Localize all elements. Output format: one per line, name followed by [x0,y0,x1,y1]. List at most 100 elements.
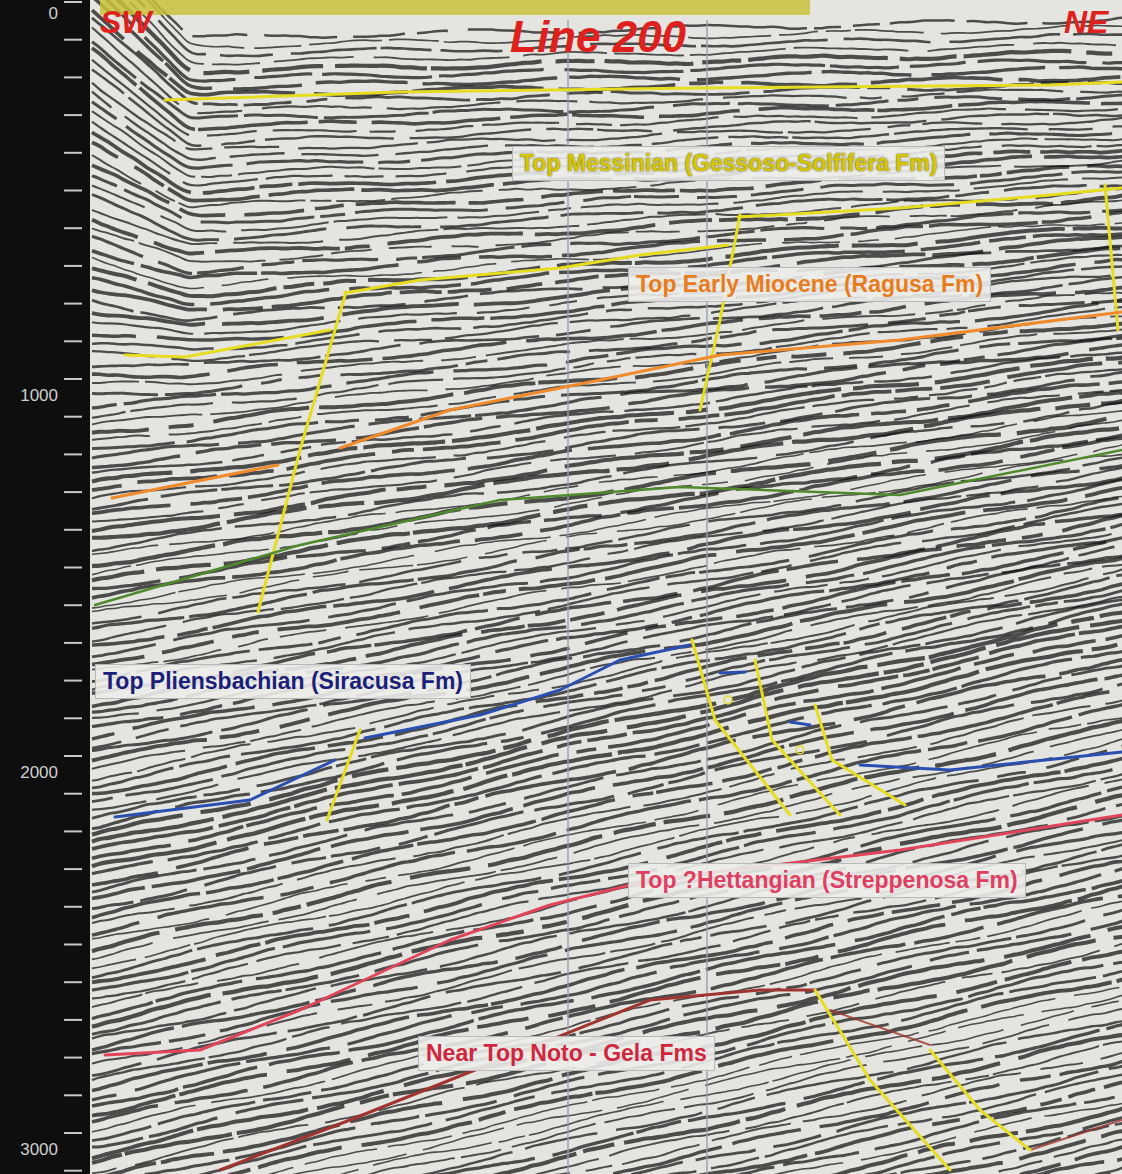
reflector-trace [92,480,1122,657]
axis-tick [64,567,82,569]
axis-tick [64,39,82,41]
reflector-trace [92,844,1122,1076]
axis-tick [64,981,82,983]
axis-tick [64,906,82,908]
axis-tick [64,227,82,229]
horizon-name: Top Pliensbachian (Siracusa Fm) [103,668,463,695]
horizon-name: Top ?Hettangian (Streppenosa Fm) [636,867,1018,894]
noto-gela-horizon [220,990,815,1170]
horizon-label-box: Near Top Noto - Gela Fms [418,1036,715,1071]
axis-tick [64,303,82,305]
reflector-trace [92,758,1122,982]
reflector-trace [92,1108,1122,1174]
horizon-label-box: Top Messinian (Gessoso-Solfifera Fm) [512,146,945,181]
horizon-label-box: Top ?Hettangian (Streppenosa Fm) [628,863,1026,898]
axis-tick [64,340,82,342]
reflector-trace [92,435,1122,589]
reflector-trace [92,0,1122,73]
fault-line [692,640,790,815]
reflector-trace [92,718,1122,939]
fault-line [258,292,346,612]
intermediate-horizon [95,450,1122,605]
reflector-trace [92,1117,1122,1174]
reflector-trace [92,1061,1122,1174]
early-miocene-horizon [340,312,1122,448]
reflector-trace [92,60,1122,136]
reflector-trace [92,936,1122,1162]
time-tick-label: 0 [49,4,58,24]
reflector-trace [92,816,1122,1039]
pliensbachian-horizon [790,722,810,725]
fault-line [815,705,905,805]
messinian-horizon [125,330,330,357]
pliensbachian-horizon [860,752,1122,770]
reflector-trace [92,886,1122,1116]
reflector-trace [92,590,1122,801]
fault-line [1105,185,1118,330]
noto-gela-horizon [1030,1120,1122,1150]
pliensbachian-horizon [115,760,335,817]
axis-tick [64,642,82,644]
reflector-trace [92,336,1122,449]
well-marker-line [567,20,569,1174]
axis-tick [64,152,82,154]
fault-line [930,1050,1030,1150]
time-axis-bar [0,0,90,1174]
axis-tick [64,529,82,531]
horizon-label-box: Top Early Miocene (Ragusa Fm) [628,267,991,302]
axis-tick [64,793,82,795]
reflector-trace [92,237,1122,310]
reflector-trace [92,721,1122,951]
time-tick-label: 1000 [20,386,58,406]
reflector-trace [92,1123,1122,1174]
reflector-trace [92,962,1122,1174]
axis-tick [64,1170,82,1172]
axis-tick [64,76,82,78]
reflector-trace [92,626,1122,849]
reflector-trace [92,1066,1122,1174]
reflector-trace [92,255,1122,334]
pliensbachian-horizon [720,672,745,673]
axis-ticks [64,2,82,1171]
seismic-reflectors [92,0,1122,1174]
reflector-trace [92,896,1122,1122]
axis-tick [64,1094,82,1096]
reflector-trace [92,420,1122,575]
reflector-trace [92,1171,1122,1174]
fault-line [327,730,360,820]
axis-tick [64,755,82,757]
reflector-trace [92,1021,1122,1174]
early-miocene-horizon [112,465,278,498]
well-marker-line [706,20,708,1174]
direction-label: NE [1064,4,1108,41]
axis-tick [64,830,82,832]
fault-line [755,660,840,815]
hettangian-horizon [105,815,1122,1055]
reflector-trace [92,621,1122,842]
reflector-trace [92,868,1122,1100]
seafloor-horizon [165,82,1122,100]
axis-tick [64,1132,82,1134]
axis-tick [64,491,82,493]
reflector-trace [92,234,1122,305]
axis-tick [64,378,82,380]
horizon-label-box: Top Pliensbachian (Siracusa Fm) [95,664,471,699]
reflector-trace [92,454,1122,611]
reflector-trace [92,0,1122,81]
axis-tick [64,1019,82,1021]
reflector-trace [92,1103,1122,1174]
axis-tick [64,717,82,719]
axis-tick [64,114,82,116]
fault-line [815,990,950,1170]
axis-tick [64,416,82,418]
axis-tick [64,190,82,192]
reflector-trace [92,855,1122,1080]
axis-tick [64,453,82,455]
reflector-trace [92,10,1122,95]
reflector-trace [92,142,1122,200]
marker-circle [724,696,732,704]
time-tick-label: 2000 [20,763,58,783]
axis-tick [64,1057,82,1059]
axis-tick [64,680,82,682]
reflector-trace [92,83,1122,150]
